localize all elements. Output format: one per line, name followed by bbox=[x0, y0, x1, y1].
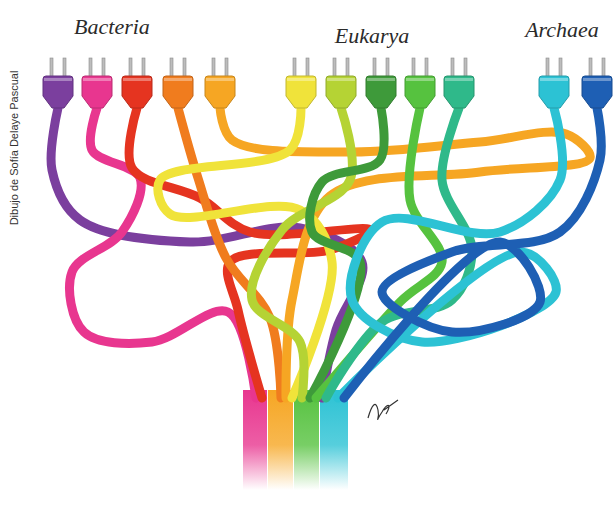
plug bbox=[405, 58, 435, 108]
plug-prong bbox=[546, 58, 549, 77]
plug-highlight bbox=[583, 78, 611, 81]
plug bbox=[539, 58, 569, 108]
domain-label: Eukarya bbox=[335, 23, 410, 49]
plug-prong bbox=[589, 58, 592, 77]
plug-body bbox=[405, 76, 435, 108]
plug-prong bbox=[102, 58, 105, 77]
plug bbox=[326, 58, 356, 108]
plug-prong bbox=[373, 58, 376, 77]
plug-highlight bbox=[367, 78, 395, 81]
cables bbox=[51, 108, 601, 398]
plug-body bbox=[163, 76, 193, 108]
plug-prong bbox=[412, 58, 415, 77]
plug-prong bbox=[386, 58, 389, 77]
plug-prong bbox=[183, 58, 186, 77]
cable bbox=[344, 108, 601, 398]
plug-body bbox=[539, 76, 569, 108]
plug-body bbox=[582, 76, 612, 108]
plug-prong bbox=[225, 58, 228, 77]
plug-body bbox=[205, 76, 235, 108]
plug-prong bbox=[63, 58, 66, 77]
plug-prong bbox=[129, 58, 132, 77]
plug-prong bbox=[425, 58, 428, 77]
plug-prong bbox=[170, 58, 173, 77]
trunk-band bbox=[268, 390, 293, 490]
plug-highlight bbox=[540, 78, 568, 81]
plug-highlight bbox=[206, 78, 234, 81]
signature bbox=[368, 400, 398, 419]
plug-highlight bbox=[164, 78, 192, 81]
plug-highlight bbox=[327, 78, 355, 81]
plug bbox=[163, 58, 193, 108]
plug-body bbox=[444, 76, 474, 108]
cable-trunk bbox=[243, 390, 348, 490]
plug bbox=[366, 58, 396, 108]
plug-prong bbox=[559, 58, 562, 77]
plug-prong bbox=[293, 58, 296, 77]
plugs bbox=[43, 58, 612, 108]
trunk-band bbox=[294, 390, 319, 490]
plug-prong bbox=[464, 58, 467, 77]
plug bbox=[582, 58, 612, 108]
plug-body bbox=[366, 76, 396, 108]
plug-highlight bbox=[406, 78, 434, 81]
plug-prong bbox=[602, 58, 605, 77]
plug bbox=[286, 58, 316, 108]
plug bbox=[205, 58, 235, 108]
plug-prong bbox=[89, 58, 92, 77]
plug-prong bbox=[333, 58, 336, 77]
plug-body bbox=[82, 76, 112, 108]
plug-highlight bbox=[445, 78, 473, 81]
plug bbox=[444, 58, 474, 108]
trunk-band bbox=[320, 390, 348, 490]
plug-prong bbox=[212, 58, 215, 77]
plug-prong bbox=[142, 58, 145, 77]
plug-body bbox=[122, 76, 152, 108]
plug bbox=[43, 58, 73, 108]
plug-highlight bbox=[83, 78, 111, 81]
plug-prong bbox=[306, 58, 309, 77]
credit-note: Dibujo de Sofía Delaye Pascual bbox=[8, 71, 20, 226]
cable bbox=[251, 108, 352, 398]
trunk-band bbox=[243, 390, 267, 490]
plug-prong bbox=[346, 58, 349, 77]
plug bbox=[82, 58, 112, 108]
plug-prong bbox=[50, 58, 53, 77]
plug-body bbox=[43, 76, 73, 108]
plug bbox=[122, 58, 152, 108]
plug-body bbox=[286, 76, 316, 108]
plug-highlight bbox=[123, 78, 151, 81]
cable bbox=[220, 108, 590, 398]
plug-body bbox=[326, 76, 356, 108]
plug-highlight bbox=[44, 78, 72, 81]
plug-prong bbox=[451, 58, 454, 77]
plug-highlight bbox=[287, 78, 315, 81]
domain-label: Bacteria bbox=[74, 14, 150, 40]
domain-label: Archaea bbox=[525, 17, 599, 43]
